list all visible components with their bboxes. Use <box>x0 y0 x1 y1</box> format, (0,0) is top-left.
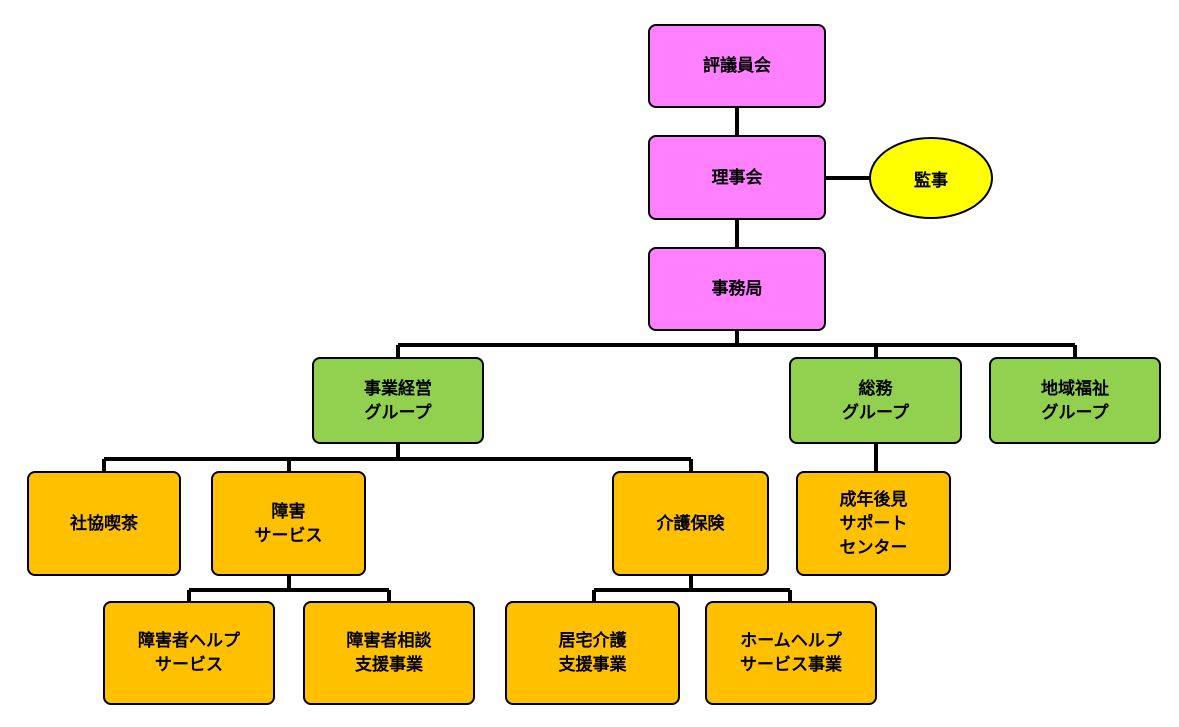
disability-services-box: 障害 サービス <box>211 471 366 576</box>
directors-box: 理事会 <box>648 135 826 220</box>
cafe-box: 社協喫茶 <box>27 471 181 576</box>
disabled-helper-box: 障害者ヘルプ サービス <box>103 601 275 705</box>
business-group-box: 事業経営 グループ <box>312 357 484 444</box>
general-affairs-group-box: 総務 グループ <box>789 357 962 444</box>
home-care-support-box: 居宅介護 支援事業 <box>505 601 680 705</box>
home-help-box: ホームヘルプ サービス事業 <box>705 601 877 705</box>
secretariat-box: 事務局 <box>648 247 826 331</box>
community-welfare-group-box: 地域福祉 グループ <box>989 357 1161 444</box>
council-box: 評議員会 <box>648 24 826 108</box>
auditor-oval: 監事 <box>869 137 993 219</box>
guardianship-center-box: 成年後見 サポート センター <box>796 471 951 576</box>
care-insurance-box: 介護保険 <box>612 471 769 576</box>
disabled-consultation-box: 障害者相談 支援事業 <box>303 601 475 705</box>
